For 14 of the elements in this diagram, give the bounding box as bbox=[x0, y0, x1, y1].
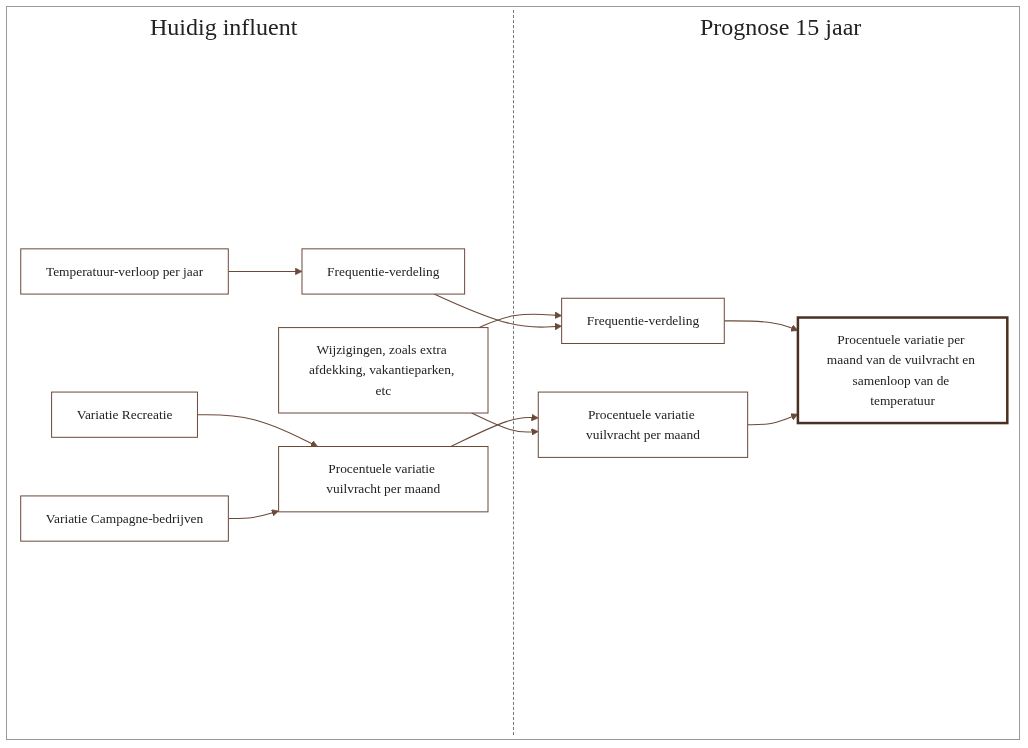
node-box: Frequentie-verdeling bbox=[301, 248, 466, 295]
arrow bbox=[471, 412, 539, 436]
arrow bbox=[450, 413, 539, 448]
section-heading: Prognose 15 jaar bbox=[700, 14, 862, 41]
node-box: Variatie Recreatie bbox=[51, 391, 198, 438]
arrow bbox=[478, 311, 562, 329]
node-box: Temperatuur-verloop per jaar bbox=[20, 248, 229, 295]
node-box: Variatie Campagne-bedrijven bbox=[20, 495, 229, 542]
node-box: Procentuele variatie per maand van de vuilvracht en samenloop van de temperatuur bbox=[796, 316, 1009, 425]
node-box: Procentuele variatie vuilvracht per maand bbox=[278, 446, 489, 513]
node-box: Procentuele variatie vuilvracht per maand bbox=[537, 391, 749, 458]
node-box: Frequentie-verdeling bbox=[561, 297, 725, 344]
section-heading: Huidig influent bbox=[150, 14, 298, 41]
node-box: Wijzigingen, zoals extra afdekking, vakantieparken, etc bbox=[278, 327, 489, 414]
